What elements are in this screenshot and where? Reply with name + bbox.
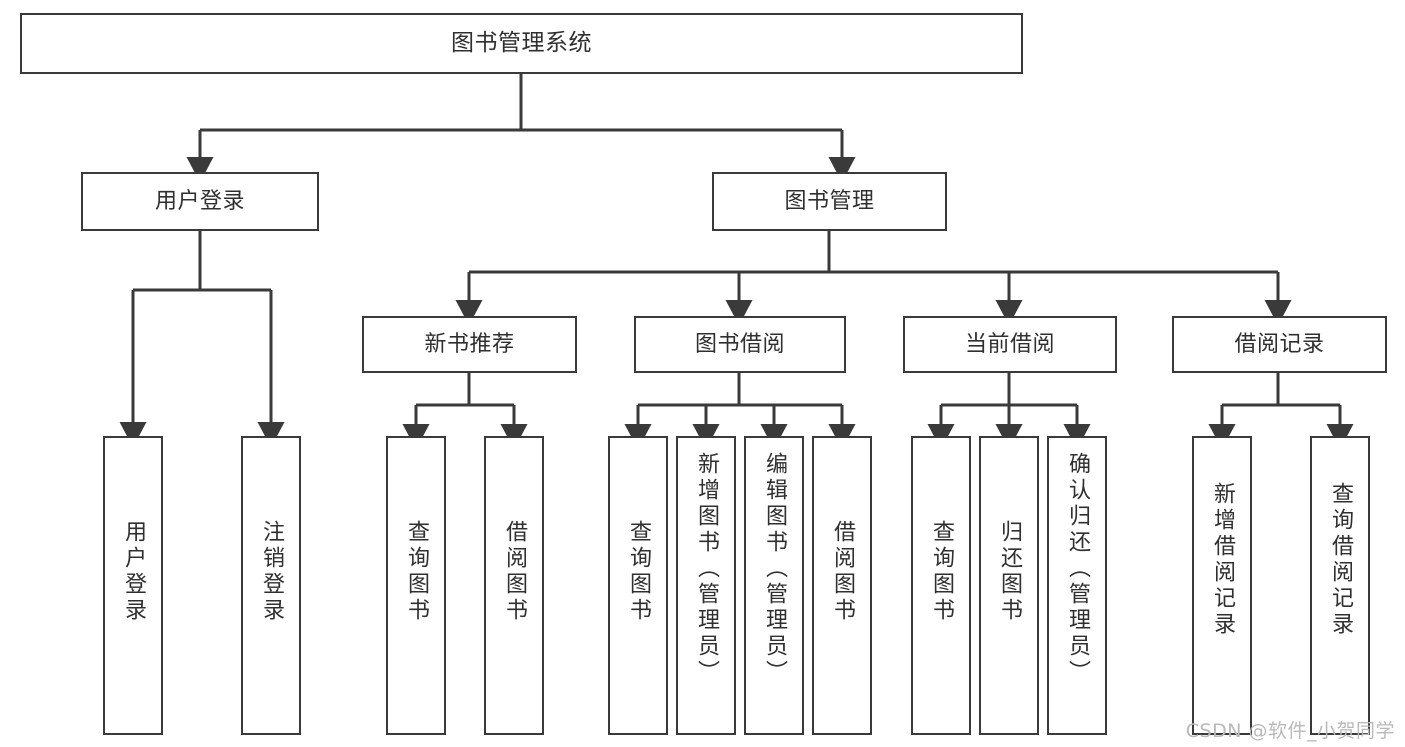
node-user-login[interactable]: 用户登录 bbox=[81, 172, 319, 231]
node-label: 用户登录 bbox=[121, 520, 146, 624]
node-book-management[interactable]: 图书管理 bbox=[712, 172, 947, 231]
node-leaf-return-book[interactable]: 归还图书 bbox=[979, 436, 1039, 735]
watermark-text: CSDN @软件_小贺同学 bbox=[1185, 720, 1395, 742]
node-leaf-borrow-book-recommend[interactable]: 借阅图书 bbox=[484, 436, 544, 735]
node-label: 确认归还（管理员） bbox=[1065, 452, 1090, 686]
node-label: 编辑图书（管理员） bbox=[762, 452, 787, 686]
node-label: 查询图书 bbox=[626, 520, 651, 624]
node-leaf-user-login[interactable]: 用户登录 bbox=[103, 436, 163, 735]
node-label: 借阅图书 bbox=[830, 520, 855, 624]
node-label: 借阅记录 bbox=[1234, 331, 1325, 357]
node-leaf-query-book-recommend[interactable]: 查询图书 bbox=[386, 436, 446, 735]
node-new-book-recommend[interactable]: 新书推荐 bbox=[362, 316, 577, 373]
node-label: 新书推荐 bbox=[424, 331, 515, 357]
node-label: 归还图书 bbox=[997, 520, 1022, 624]
node-leaf-query-book-current[interactable]: 查询图书 bbox=[911, 436, 971, 735]
node-label: 查询借阅记录 bbox=[1328, 482, 1353, 638]
node-root-system[interactable]: 图书管理系统 bbox=[20, 13, 1023, 74]
node-label: 新增图书（管理员） bbox=[694, 452, 719, 686]
node-label: 图书借阅 bbox=[694, 331, 785, 357]
node-label: 注销登录 bbox=[259, 520, 284, 624]
node-leaf-query-book-borrow[interactable]: 查询图书 bbox=[608, 436, 668, 735]
node-book-borrow[interactable]: 图书借阅 bbox=[634, 316, 846, 373]
node-label: 查询图书 bbox=[404, 520, 429, 624]
node-leaf-user-logout[interactable]: 注销登录 bbox=[241, 436, 301, 735]
node-current-borrow[interactable]: 当前借阅 bbox=[903, 316, 1117, 373]
node-leaf-add-book-admin[interactable]: 新增图书（管理员） bbox=[676, 436, 736, 735]
node-borrow-records[interactable]: 借阅记录 bbox=[1172, 316, 1387, 373]
node-leaf-query-borrow-record[interactable]: 查询借阅记录 bbox=[1310, 436, 1370, 735]
node-leaf-borrow-book[interactable]: 借阅图书 bbox=[812, 436, 872, 735]
node-leaf-edit-book-admin[interactable]: 编辑图书（管理员） bbox=[744, 436, 804, 735]
node-label: 查询图书 bbox=[929, 520, 954, 624]
node-leaf-confirm-return-admin[interactable]: 确认归还（管理员） bbox=[1047, 436, 1107, 735]
node-label: 当前借阅 bbox=[964, 331, 1055, 357]
node-label: 用户登录 bbox=[154, 188, 245, 214]
node-label: 图书管理系统 bbox=[451, 29, 592, 56]
node-label: 图书管理 bbox=[784, 188, 875, 214]
node-label: 新增借阅记录 bbox=[1210, 482, 1235, 638]
node-leaf-add-borrow-record[interactable]: 新增借阅记录 bbox=[1192, 436, 1252, 735]
node-label: 借阅图书 bbox=[502, 520, 527, 624]
